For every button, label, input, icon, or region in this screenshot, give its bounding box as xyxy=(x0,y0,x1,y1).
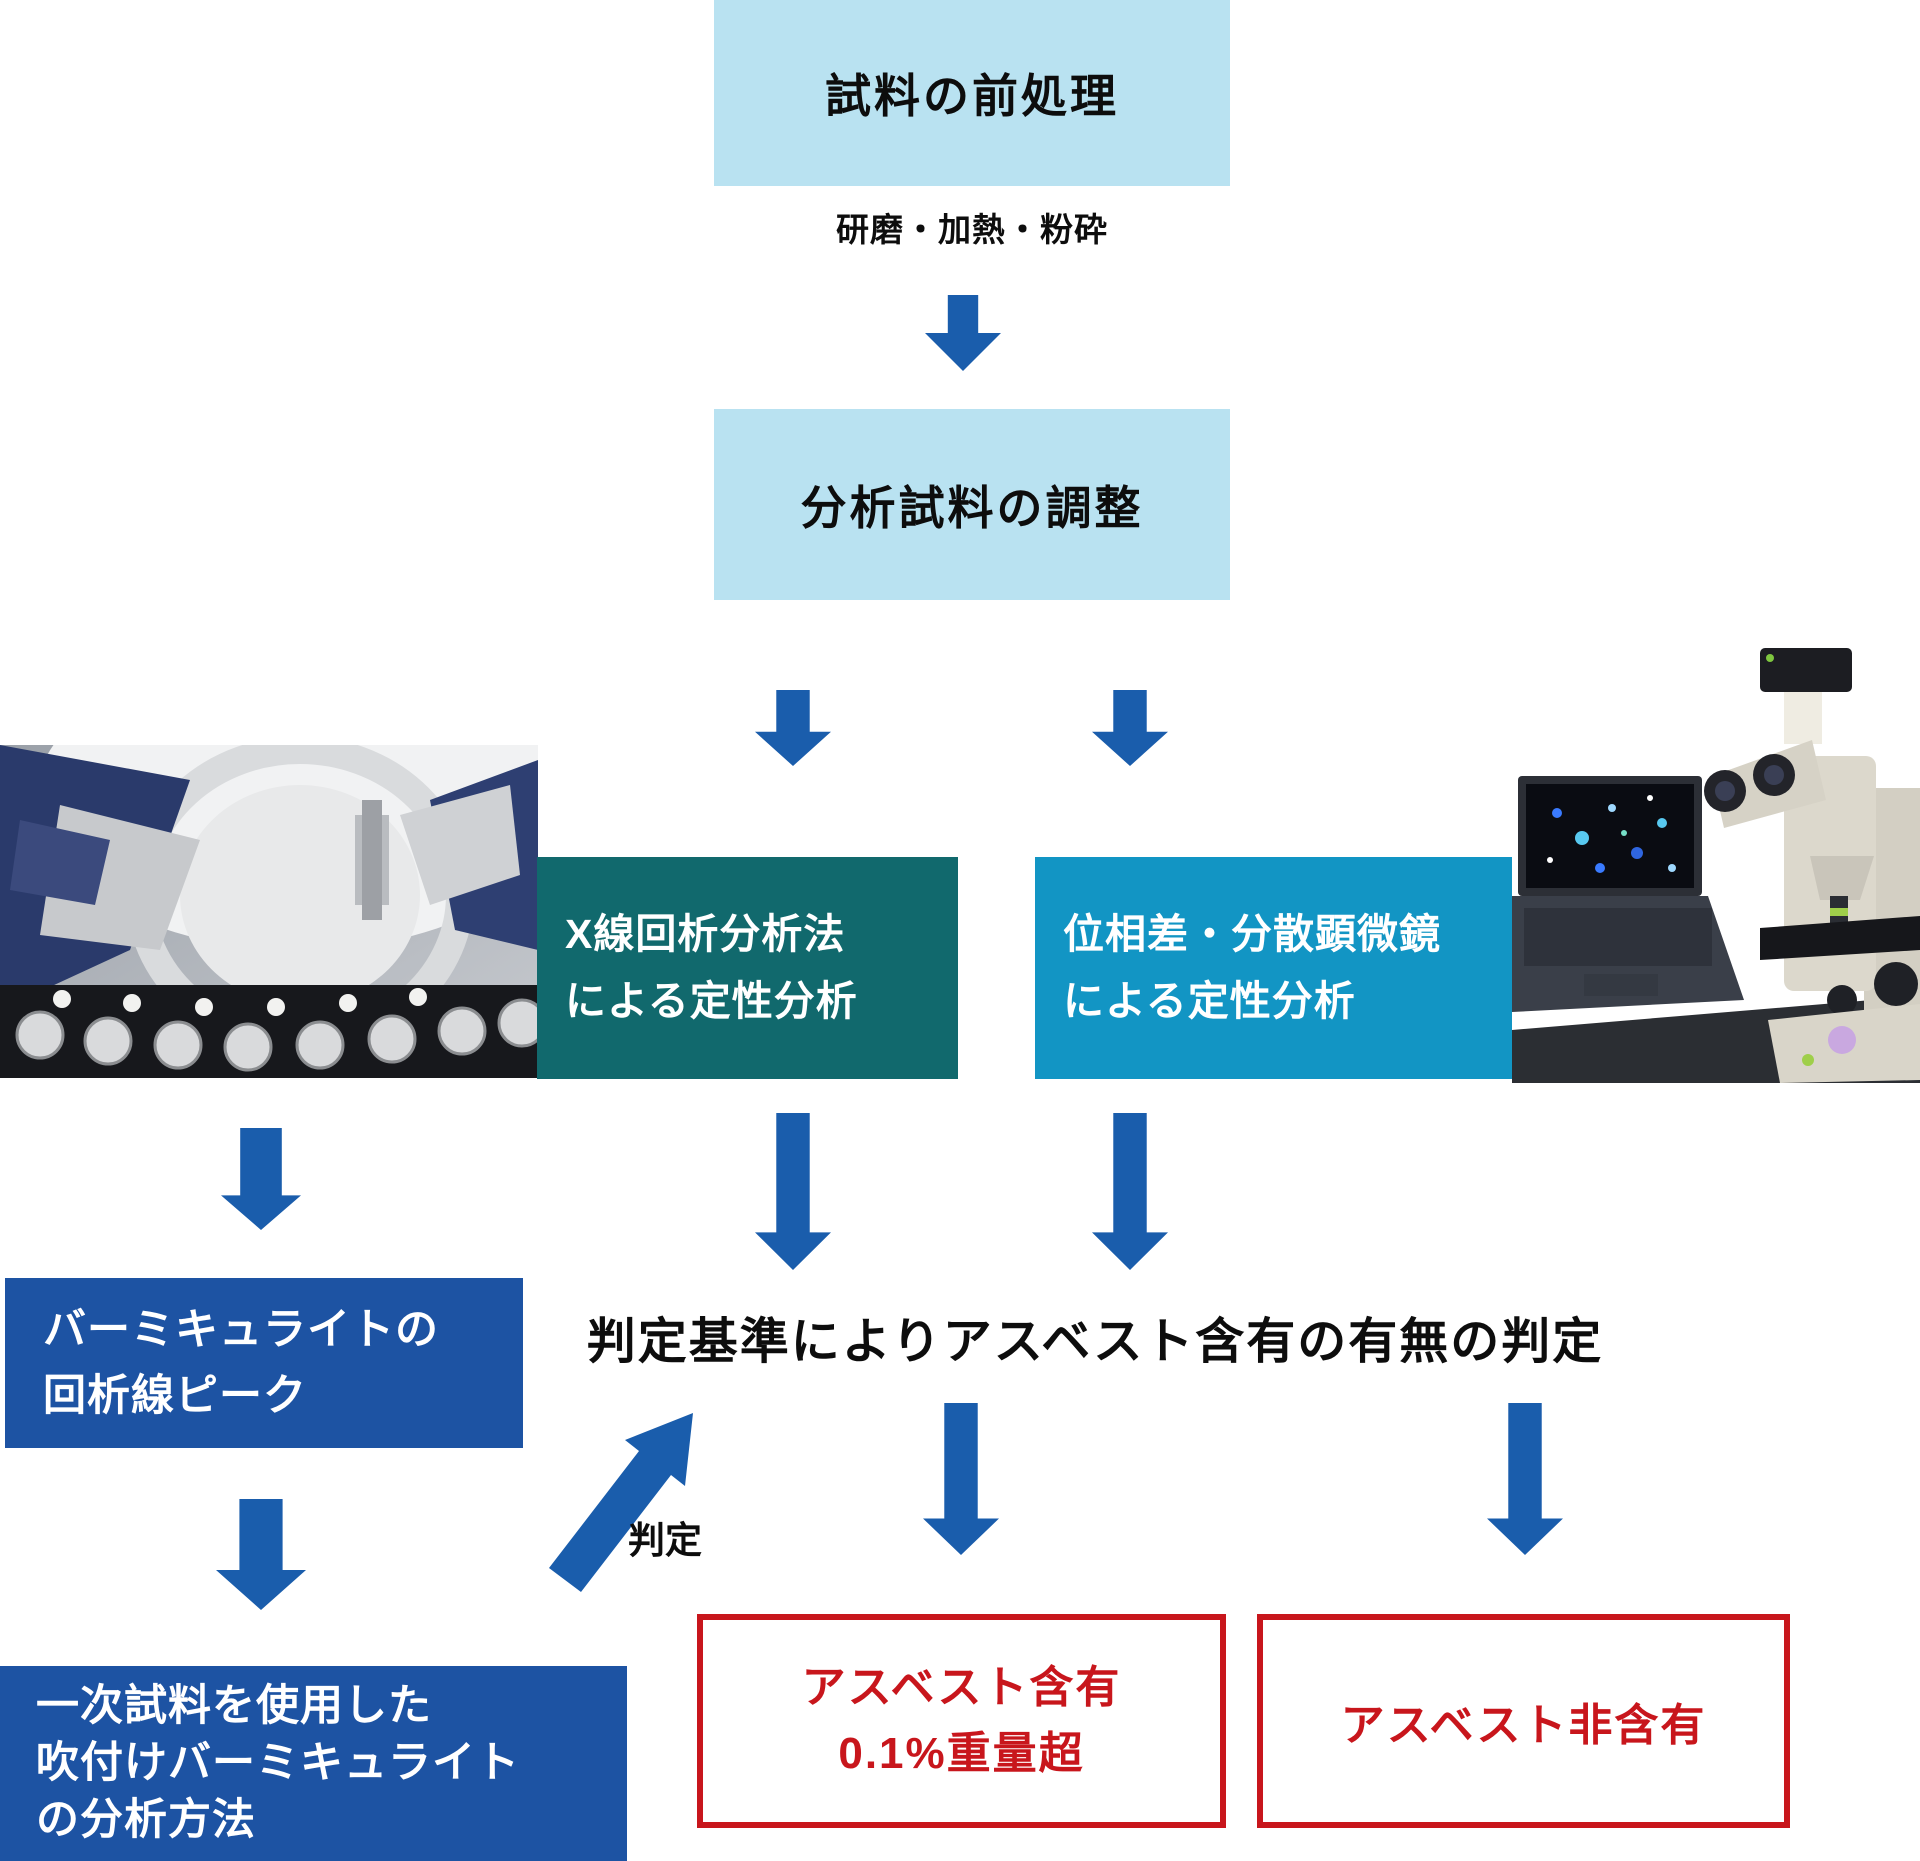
result-contained-line2: 0.1%重量超 xyxy=(838,1729,1085,1778)
xrd-instrument-photo xyxy=(0,650,565,1078)
vermiculite-peak-line1: バーミキュライトの xyxy=(43,1306,439,1354)
pretreatment-note: 研磨・加熱・粉砕 xyxy=(836,211,1108,248)
pretreatment-label: 試料の前処理 xyxy=(825,70,1119,122)
down-arrow-icon xyxy=(925,295,1001,371)
diagonal-up-arrow-icon xyxy=(540,1395,710,1595)
down-arrow-icon xyxy=(755,690,831,766)
judgement-heading: 判定基準によりアスベスト含有の有無の判定 xyxy=(586,1315,1604,1369)
down-arrow-icon xyxy=(221,1128,301,1230)
xrd-method-line2: による定性分析 xyxy=(565,978,858,1024)
primary-sample-line1: 一次試料を使用した xyxy=(36,1682,432,1730)
primary-sample-line3: の分析方法 xyxy=(36,1796,256,1844)
result-contained-box: アスベスト含有 0.1%重量超 xyxy=(697,1614,1226,1828)
result-contained-line1: アスベスト含有 xyxy=(801,1663,1122,1712)
down-arrow-icon xyxy=(923,1403,999,1555)
primary-sample-method-box: 一次試料を使用した 吹付けバーミキュライト の分析方法 xyxy=(0,1666,627,1861)
microscope-method-box: 位相差・分散顕微鏡 による定性分析 xyxy=(1035,857,1540,1079)
down-arrow-icon xyxy=(1092,1113,1168,1270)
result-not-contained-label: アスベスト非含有 xyxy=(1340,1701,1707,1750)
down-arrow-icon xyxy=(216,1499,306,1610)
down-arrow-icon xyxy=(1092,690,1168,766)
down-arrow-icon xyxy=(1487,1403,1563,1555)
pretreatment-box: 試料の前処理 xyxy=(714,0,1230,186)
xrd-method-box: X線回析分析法 による定性分析 xyxy=(537,857,958,1079)
microscope-method-line1: 位相差・分散顕微鏡 xyxy=(1063,911,1441,957)
primary-sample-line2: 吹付けバーミキュライト xyxy=(36,1739,520,1787)
judgement-label: 判定 xyxy=(628,1520,702,1561)
microscope-method-line2: による定性分析 xyxy=(1063,978,1356,1024)
vermiculite-peak-box: バーミキュライトの 回析線ピーク xyxy=(5,1278,523,1448)
result-not-contained-box: アスベスト非含有 xyxy=(1257,1614,1790,1828)
vermiculite-peak-line2: 回析線ピーク xyxy=(43,1372,307,1420)
preparation-box: 分析試料の調整 xyxy=(714,409,1230,600)
preparation-label: 分析試料の調整 xyxy=(800,481,1144,534)
down-arrow-icon xyxy=(755,1113,831,1270)
xrd-method-line1: X線回析分析法 xyxy=(565,911,846,957)
microscope-photo xyxy=(1512,628,1920,1083)
